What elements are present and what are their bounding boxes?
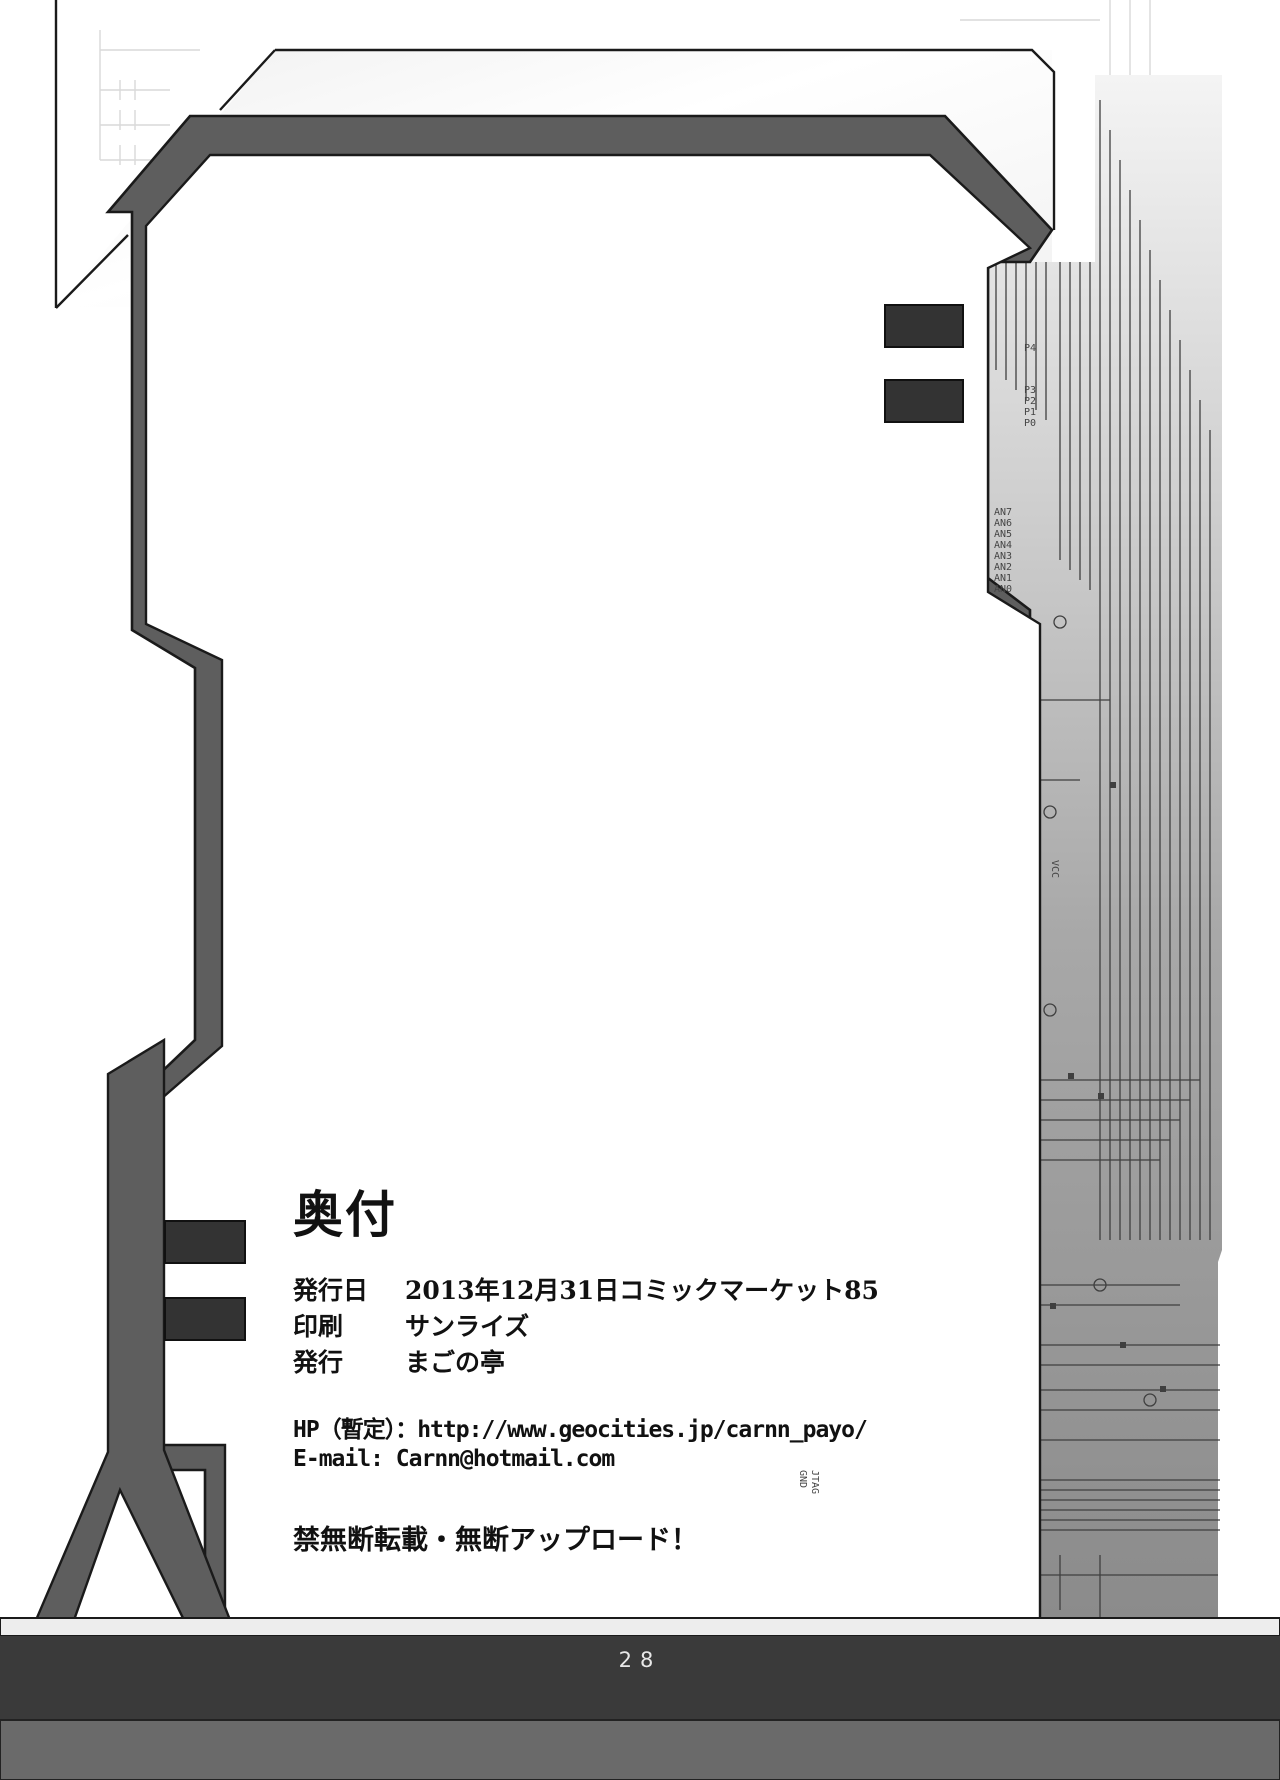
printer-row: 印刷 サンライズ [293, 1307, 529, 1343]
equals-marker-top [884, 304, 964, 423]
row-label: 発行 [293, 1348, 344, 1377]
pin-label: P1 [1024, 407, 1036, 418]
pin-label: AN6 [994, 518, 1012, 529]
trace-joints [1050, 782, 1166, 1392]
footer-lower [0, 1719, 1280, 1780]
pin-label: P3 [1024, 385, 1036, 396]
pin-label: AN0 [994, 584, 1012, 595]
row-label: 印刷 [293, 1312, 344, 1341]
publisher-row: 発行 まごの亭 [293, 1343, 505, 1379]
equals-marker-bottom [164, 1220, 246, 1341]
footer-bar [0, 1636, 1280, 1720]
email-address[interactable]: E-mail: Carnn@hotmail.com [293, 1446, 615, 1472]
page-number: 28 [618, 1648, 662, 1672]
row-value: まごの亭 [405, 1348, 506, 1377]
row-value: サンライズ [405, 1312, 530, 1341]
pin-label: AN3 [994, 551, 1012, 562]
pin-label: AN2 [994, 562, 1012, 573]
pin-label: AN5 [994, 529, 1012, 540]
pin-label: AN7 [994, 507, 1012, 518]
pin-label: P0 [1024, 418, 1036, 429]
colophon-title: 奥付 [293, 1185, 397, 1244]
pin-label: P4 [1024, 343, 1036, 354]
top-back-outline [54, 0, 1056, 309]
homepage-url[interactable]: HP（暫定）：http://www.geocities.jp/carnn_pay… [293, 1417, 868, 1443]
pin-label: JTAG [809, 1470, 820, 1494]
right-circuit-panel [988, 75, 1222, 1640]
row-label: 発行日 [293, 1276, 369, 1305]
pin-label: GND [797, 1470, 808, 1488]
pin-label: AN4 [994, 540, 1012, 551]
pin-label: AN1 [994, 573, 1012, 584]
pin-label: VCC [1049, 860, 1060, 878]
pin-label: P2 [1024, 396, 1036, 407]
publish-date-row: 発行日 2013年12月31日コミックマーケット85 [293, 1271, 879, 1307]
row-value: 2013年12月31日コミックマーケット85 [405, 1276, 879, 1305]
no-reprint-warning: 禁無断転載・無断アップロード！ [293, 1525, 698, 1556]
